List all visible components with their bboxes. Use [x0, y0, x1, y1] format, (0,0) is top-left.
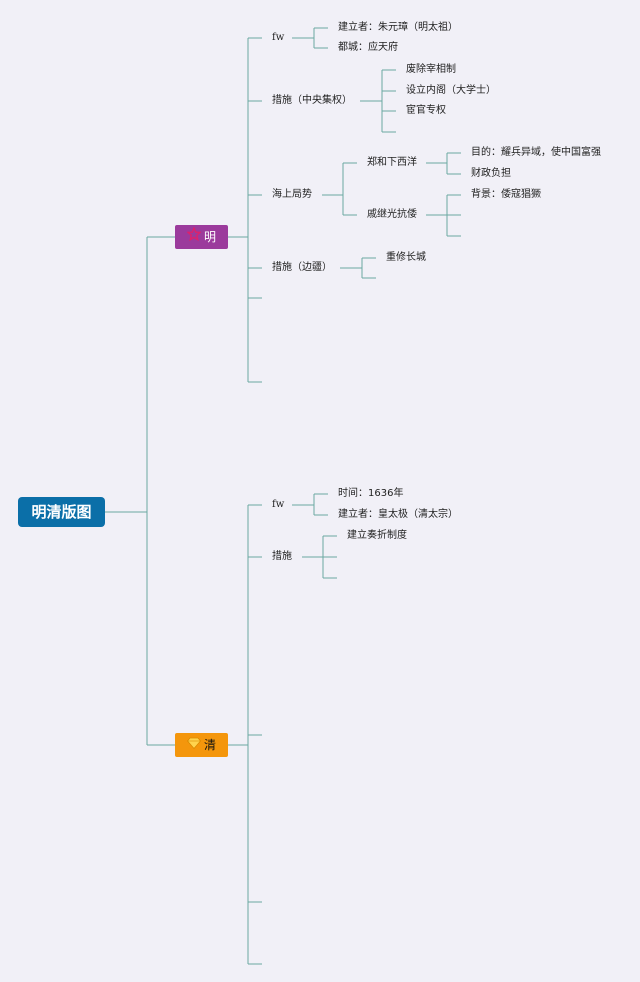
qing-memorial-system-node[interactable]: 建立奏折制度	[347, 530, 407, 541]
ming-qijiguang-background-node[interactable]: 背景：倭寇猖獗	[471, 189, 541, 200]
qing-founder-node[interactable]: 建立者：皇太极（清太宗）	[338, 509, 458, 520]
ming-sea-node[interactable]: 海上局势	[272, 189, 312, 200]
root-label: 明清版图	[31, 503, 92, 521]
ming-great-wall-node[interactable]: 重修长城	[386, 252, 426, 263]
ming-eunuch-node[interactable]: 宦官专权	[406, 105, 446, 116]
qing-fw-node[interactable]: fw	[272, 499, 285, 510]
qing-time-node[interactable]: 时间：1636年	[338, 488, 404, 499]
diamond-icon	[186, 733, 202, 757]
star-icon	[186, 225, 202, 249]
ming-zhenghe-node[interactable]: 郑和下西洋	[367, 157, 417, 168]
ming-capital-node[interactable]: 都城：应天府	[338, 42, 398, 53]
ming-border-node[interactable]: 措施（边疆）	[272, 262, 332, 273]
branch-ming[interactable]: 明	[175, 225, 228, 249]
ming-zhenghe-burden-node[interactable]: 财政负担	[471, 168, 511, 179]
ming-central-node[interactable]: 措施（中央集权）	[272, 95, 352, 106]
branch-ming-label: 明	[203, 230, 216, 244]
root-node[interactable]: 明清版图	[18, 497, 105, 527]
branch-qing[interactable]: 清	[175, 733, 228, 757]
qing-measures-node[interactable]: 措施	[272, 551, 292, 562]
ming-zhenghe-purpose-node[interactable]: 目的：耀兵异域，使中国富强	[471, 147, 601, 158]
ming-grand-secretariat-node[interactable]: 设立内阁（大学士）	[406, 85, 496, 96]
branch-qing-label: 清	[203, 738, 216, 752]
ming-fw-node[interactable]: fw	[272, 32, 285, 43]
ming-founder-node[interactable]: 建立者：朱元璋（明太祖）	[338, 22, 458, 33]
ming-abolish-chancellor-node[interactable]: 废除宰相制	[406, 64, 456, 75]
ming-qijiguang-node[interactable]: 戚继光抗倭	[367, 209, 417, 220]
